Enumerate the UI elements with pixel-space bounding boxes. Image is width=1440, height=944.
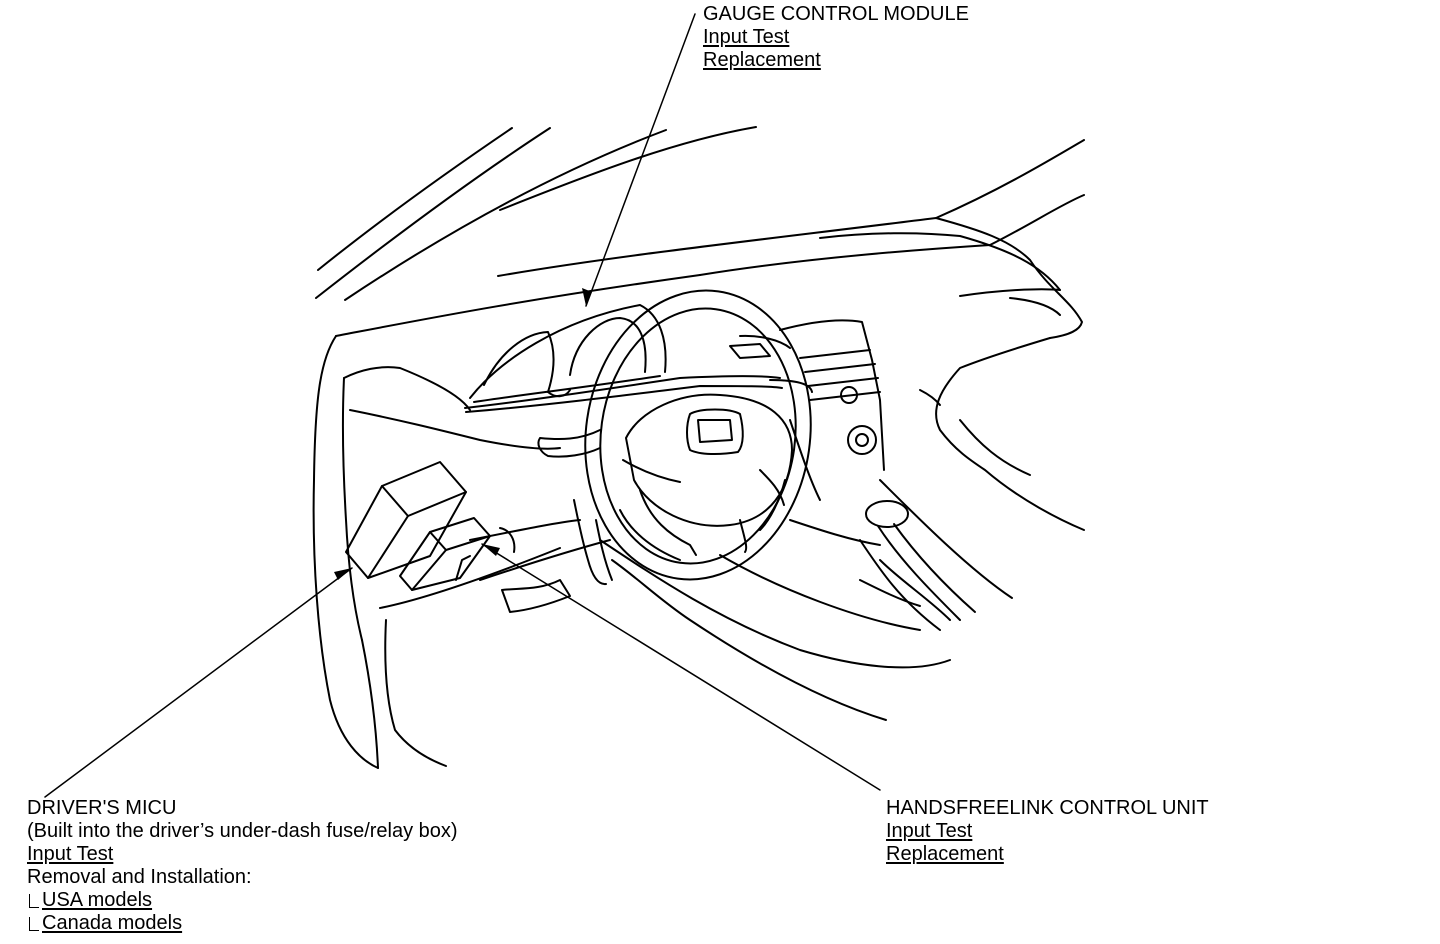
drivers-micu-title: DRIVER'S MICU — [27, 797, 177, 819]
leader-lines — [44, 13, 881, 798]
drivers-micu-subtitle: (Built into the driver’s under-dash fuse… — [27, 820, 458, 842]
micu-input-test-link[interactable]: Input Test — [27, 843, 114, 865]
handsfreelink-callout: HANDSFREELINK CONTROL UNIT Input Test Re… — [886, 797, 1209, 866]
gauge-replacement-link[interactable]: Replacement — [703, 49, 821, 71]
center-stack — [779, 319, 921, 607]
handsfreelink-box — [399, 517, 516, 591]
canada-models-link[interactable]: Canada models — [42, 912, 183, 934]
gauge-control-module-callout: GAUGE CONTROL MODULE Input Test Replacem… — [703, 3, 969, 72]
instrument-cluster — [464, 304, 791, 413]
passenger-side — [859, 479, 1013, 631]
gauge-arrowhead — [582, 288, 592, 306]
sub-item-bracket-icon — [29, 917, 39, 931]
gauge-input-test-link[interactable]: Input Test — [703, 26, 790, 48]
usa-models-link[interactable]: USA models — [42, 889, 153, 911]
removal-installation-label: Removal and Installation: — [27, 866, 252, 888]
hfl-leader-line — [481, 543, 881, 791]
steering-column — [573, 499, 613, 586]
gauge-leader-line — [585, 13, 696, 307]
windshield-lines — [315, 126, 1085, 301]
sub-item-bracket-icon — [29, 894, 39, 908]
drivers-micu-box — [345, 461, 467, 579]
steering-wheel — [537, 289, 813, 581]
micu-leader-line — [44, 567, 353, 798]
dashboard-outline — [312, 217, 1085, 769]
gear-shift — [865, 500, 976, 621]
leader-arrowheads — [334, 288, 592, 580]
hfl-arrowhead — [482, 544, 500, 556]
handsfreelink-title: HANDSFREELINK CONTROL UNIT — [886, 797, 1209, 819]
gauge-control-module-title: GAUGE CONTROL MODULE — [703, 3, 969, 25]
lower-dash-panels — [469, 519, 951, 721]
hfl-replacement-link[interactable]: Replacement — [886, 843, 1004, 865]
hfl-input-test-link[interactable]: Input Test — [886, 820, 973, 842]
micu-arrowhead — [334, 568, 352, 580]
drivers-micu-callout: DRIVER'S MICU (Built into the driver’s u… — [27, 797, 458, 935]
